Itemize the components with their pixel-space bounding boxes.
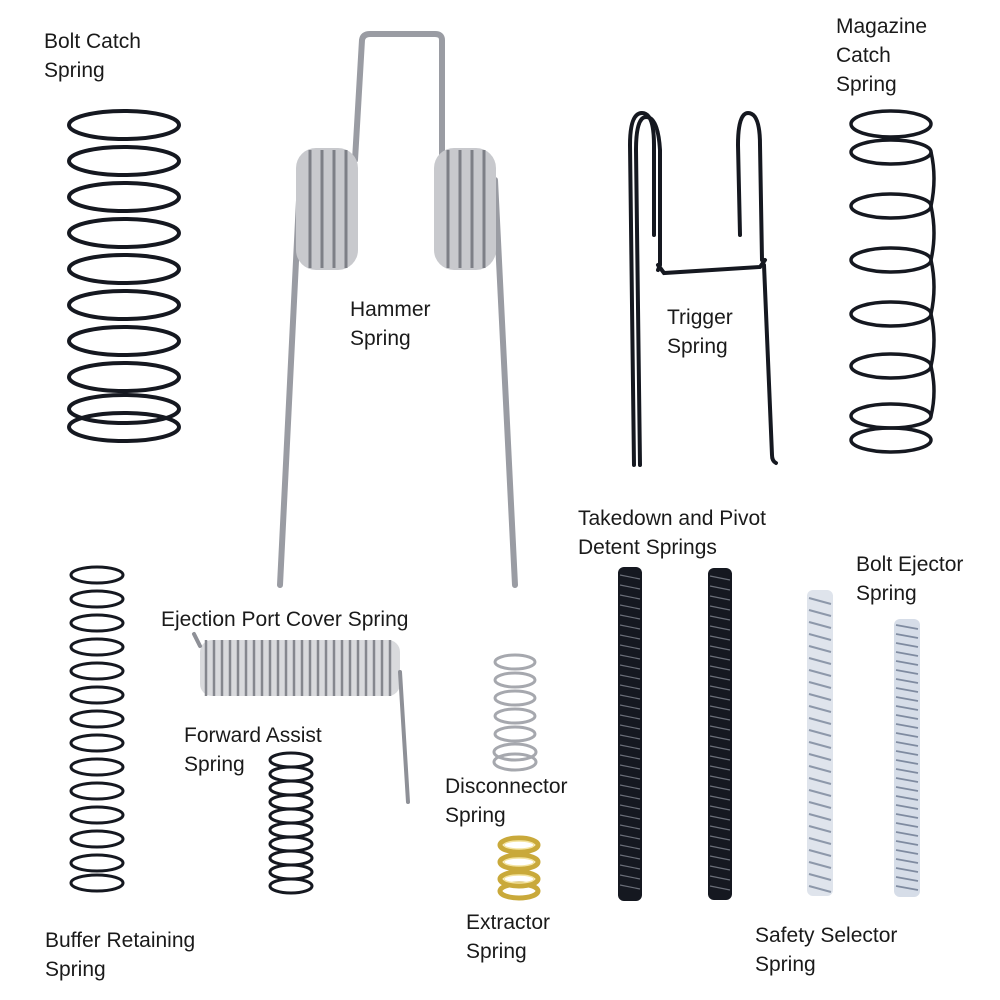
label-trigger-spring: Trigger Spring xyxy=(667,306,733,358)
label-takedown-pivot-detent-springs: Takedown and Pivot Detent Springs xyxy=(578,507,766,559)
magazine-catch-spring-image xyxy=(849,109,936,454)
label-safety-selector-spring: Safety Selector Spring xyxy=(755,924,898,976)
bolt-ejector-spring-image xyxy=(894,619,920,897)
label-bolt-catch-spring: Bolt Catch Spring xyxy=(44,30,141,82)
bolt-catch-spring-image xyxy=(67,109,181,443)
takedown-detent-spring-image xyxy=(618,567,642,901)
disconnector-spring-image xyxy=(492,653,538,772)
hammer-spring-image xyxy=(277,31,518,588)
label-ejection-port-cover-spring: Ejection Port Cover Spring xyxy=(161,608,409,631)
label-forward-assist-spring: Forward Assist Spring xyxy=(184,724,322,776)
buffer-retaining-spring-image xyxy=(69,565,125,893)
label-bolt-ejector-spring: Bolt Ejector Spring xyxy=(856,553,964,605)
label-magazine-catch-spring: Magazine Catch Spring xyxy=(836,15,928,96)
label-extractor-spring: Extractor Spring xyxy=(466,911,551,963)
safety-selector-spring-image xyxy=(807,590,833,896)
pivot-detent-spring-image xyxy=(708,568,732,900)
forward-assist-spring-image xyxy=(268,751,314,895)
label-buffer-retaining-spring: Buffer Retaining Spring xyxy=(45,929,196,981)
label-hammer-spring: Hammer Spring xyxy=(350,298,431,350)
ejection-port-cover-spring-image xyxy=(192,632,410,804)
trigger-spring-image xyxy=(627,110,778,467)
extractor-spring-image xyxy=(497,835,541,901)
label-disconnector-spring: Disconnector Spring xyxy=(445,775,568,827)
